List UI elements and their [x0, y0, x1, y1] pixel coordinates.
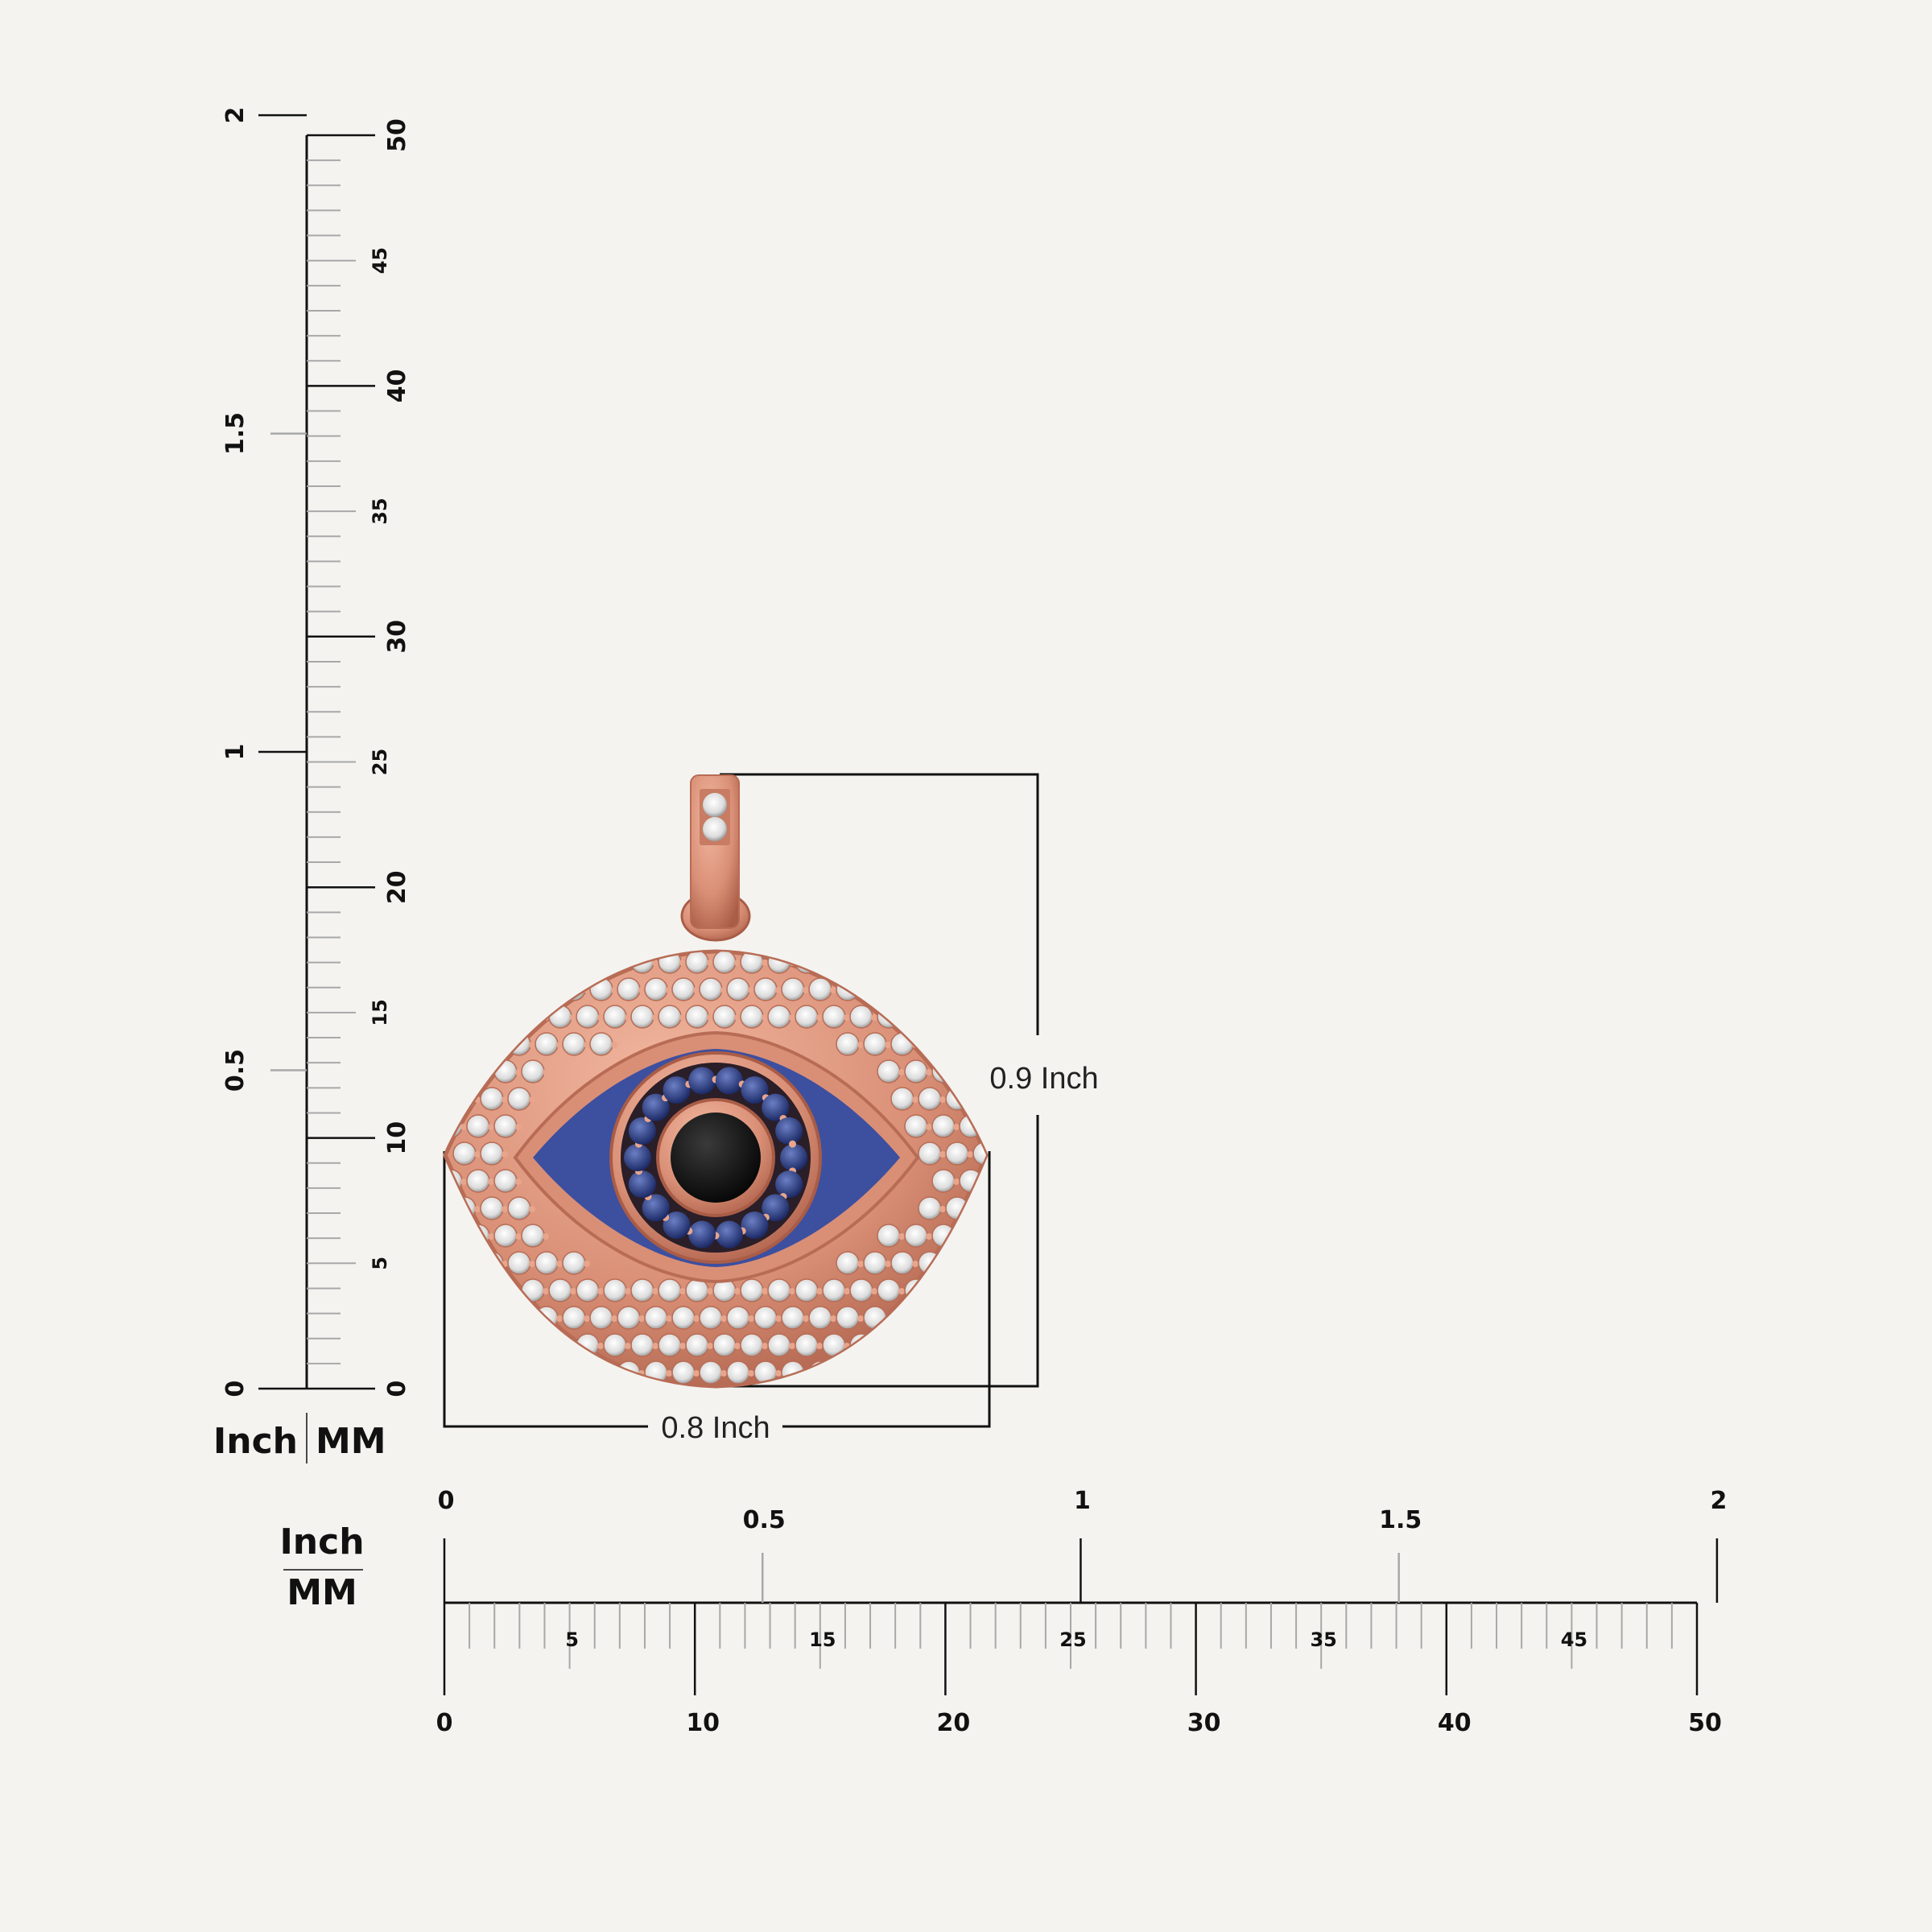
- mm-major-label: 50: [383, 118, 411, 152]
- width-dimension-left-line: [443, 1151, 648, 1428]
- height-dimension-top-line: [720, 773, 1039, 1035]
- mm-major-label: 20: [937, 1709, 971, 1737]
- inch-label: 2: [1710, 1487, 1727, 1515]
- vertical-ruler-unit-label: Inch MM: [213, 1413, 386, 1463]
- unit-inch-label: Inch: [279, 1521, 364, 1563]
- inch-label: 1: [1074, 1487, 1091, 1515]
- inch-label: 0: [438, 1487, 455, 1515]
- mm-major-label: 30: [1187, 1709, 1221, 1737]
- unit-mm-label: MM: [316, 1421, 386, 1462]
- mm-major-label: 0: [436, 1709, 453, 1737]
- mm-minor-label: 45: [369, 247, 391, 274]
- mm-major-label: 40: [1438, 1709, 1472, 1737]
- pendant-bail: [680, 774, 751, 942]
- mm-minor-label: 25: [369, 749, 391, 775]
- sapphire-halo: [624, 1067, 807, 1249]
- unit-inch-label: Inch: [213, 1421, 298, 1462]
- mm-minor-label: 5: [565, 1629, 579, 1651]
- unit-mm-label: MM: [287, 1572, 357, 1613]
- inch-label: 1.5: [1379, 1506, 1422, 1534]
- mm-major-label: 40: [383, 369, 411, 403]
- mm-minor-label: 15: [809, 1629, 836, 1651]
- mm-major-label: 10: [383, 1121, 411, 1155]
- mm-major-label: 20: [383, 870, 411, 904]
- mm-minor-label: 35: [1310, 1629, 1336, 1651]
- inch-label: 2: [221, 107, 250, 124]
- inch-label: 0.5: [221, 1049, 250, 1092]
- evil-eye-pendant: [443, 774, 989, 1389]
- horizontal-ruler: 0 5 10 15 20 25 30 35 40 45 50 0 0.5 1 1.5 2: [436, 1487, 1728, 1737]
- mm-minor-label: 45: [1561, 1629, 1587, 1651]
- mm-minor-label: 5: [369, 1257, 391, 1270]
- mm-major-label: 10: [686, 1709, 720, 1737]
- height-dimension-bottom-line: [720, 1115, 1039, 1388]
- inch-label: 1.5: [221, 412, 250, 455]
- width-dimension-label: 0.8 Inch: [661, 1411, 770, 1445]
- black-onyx-pupil: [671, 1113, 761, 1203]
- mm-major-label: 0: [383, 1381, 411, 1397]
- inch-label: 1: [221, 744, 250, 761]
- mm-minor-label: 25: [1059, 1629, 1086, 1651]
- mm-major-label: 50: [1688, 1709, 1722, 1737]
- width-dimension-right-line: [782, 1151, 991, 1428]
- inch-label: 0: [221, 1381, 250, 1397]
- inch-label: 0.5: [743, 1506, 786, 1534]
- height-dimension: [720, 773, 1039, 1388]
- mm-minor-label: 15: [369, 999, 391, 1026]
- mm-minor-label: 35: [369, 497, 391, 524]
- height-dimension-label: 0.9 Inch: [989, 1062, 1098, 1096]
- horizontal-ruler-unit-label: Inch MM: [279, 1521, 364, 1613]
- vertical-ruler: 0 5 10 15 20 25 30 35 40 45 50 0 0.5 1 1.5 2: [221, 107, 411, 1397]
- mm-major-label: 30: [383, 620, 411, 654]
- width-dimension: [443, 1151, 991, 1428]
